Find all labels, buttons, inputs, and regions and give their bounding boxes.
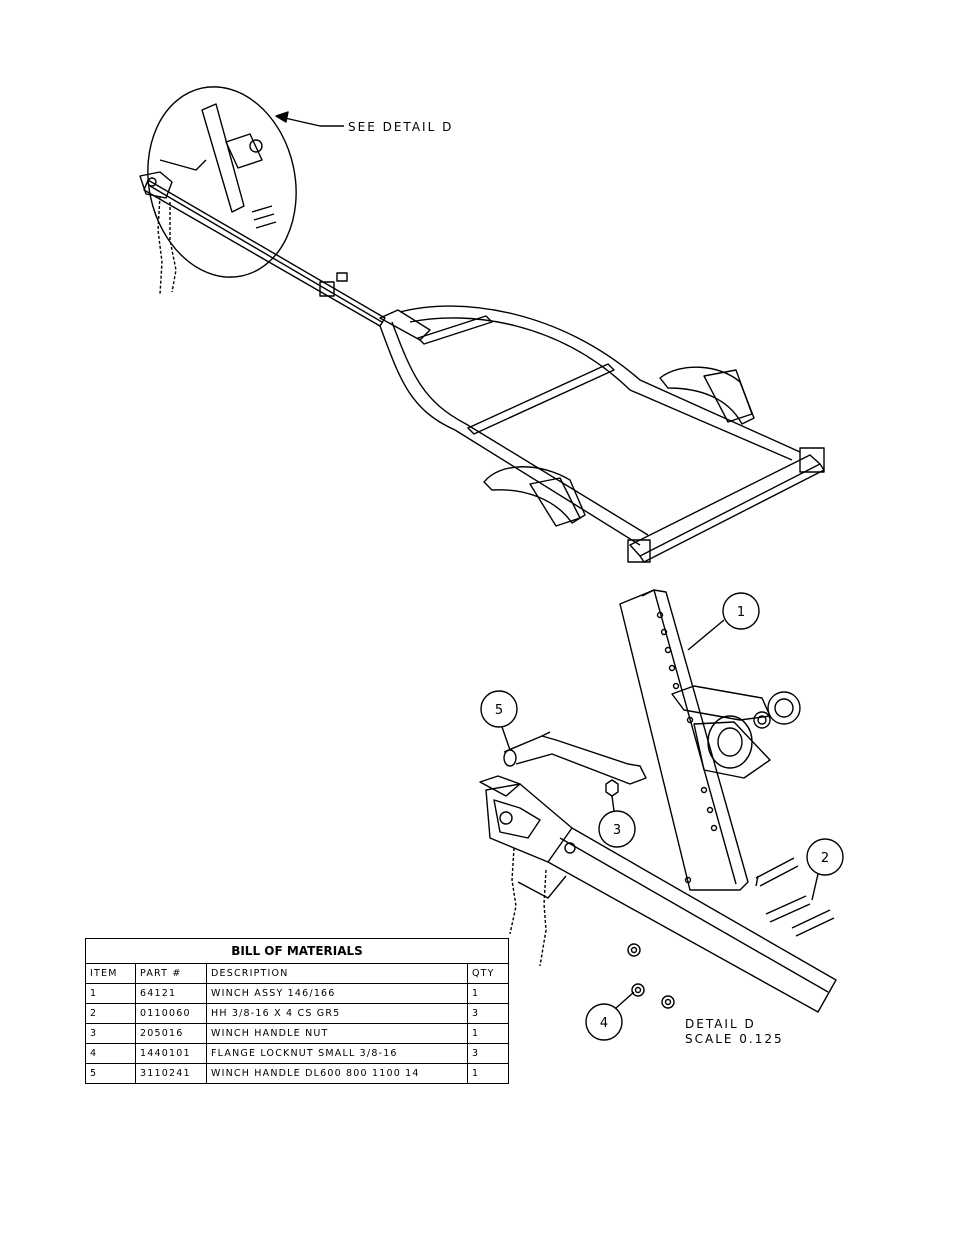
callout-4-number: 4 [600, 1016, 608, 1031]
bom-qty: 3 [467, 1003, 509, 1024]
bom-item: 2 [85, 1003, 136, 1024]
table-row: 4 1440101 FLANGE LOCKNUT SMALL 3/8-16 3 [85, 1043, 509, 1064]
bom-description: WINCH ASSY 146/166 [206, 983, 468, 1004]
callout-3 [598, 795, 636, 848]
bom-qty: 1 [467, 1063, 509, 1084]
table-row: 5 3110241 WINCH HANDLE DL600 800 1100 14… [85, 1063, 509, 1084]
bom-qty: 1 [467, 983, 509, 1004]
table-row: 2 0110060 HH 3/8-16 X 4 CS GR5 3 [85, 1003, 509, 1024]
callout-1 [687, 592, 760, 651]
bom-qty: 3 [467, 1043, 509, 1064]
bom-item: 3 [85, 1023, 136, 1044]
bom-description: HH 3/8-16 X 4 CS GR5 [206, 1003, 468, 1024]
bom-header-item: ITEM [85, 963, 136, 984]
bom-header-qty: QTY [467, 963, 509, 984]
callout-5 [480, 690, 518, 751]
callout-4 [585, 991, 635, 1041]
bom-part: 0110060 [135, 1003, 207, 1024]
table-row: 3 205016 WINCH HANDLE NUT 1 [85, 1023, 509, 1044]
bom-part: 205016 [135, 1023, 207, 1044]
bom-title: BILL OF MATERIALS [85, 938, 509, 964]
callout-1-number: 1 [737, 605, 745, 620]
bom-part: 64121 [135, 983, 207, 1004]
bom-description: FLANGE LOCKNUT SMALL 3/8-16 [206, 1043, 468, 1064]
detail-miniature [159, 103, 277, 229]
callout-3-number: 3 [613, 823, 621, 838]
bom-description: WINCH HANDLE DL600 800 1100 14 [206, 1063, 468, 1084]
trailer-frame-overview [139, 171, 825, 563]
bill-of-materials-table: BILL OF MATERIALS ITEM PART # DESCRIPTIO… [85, 938, 509, 1084]
bom-part: 3110241 [135, 1063, 207, 1084]
detail-d-view [479, 589, 837, 1013]
detail-caption-line2: SCALE 0.125 [685, 1032, 784, 1046]
bom-header-row: ITEM PART # DESCRIPTION QTY [85, 963, 509, 984]
bom-item: 4 [85, 1043, 136, 1064]
bom-item: 5 [85, 1063, 136, 1084]
table-row: 1 64121 WINCH ASSY 146/166 1 [85, 983, 509, 1004]
callout-2-number: 2 [821, 851, 829, 866]
callout-5-number: 5 [495, 703, 503, 718]
detail-leader [275, 115, 344, 127]
bom-description: WINCH HANDLE NUT [206, 1023, 468, 1044]
see-detail-label: SEE DETAIL D [348, 120, 453, 134]
bom-header-description: DESCRIPTION [206, 963, 468, 984]
bom-item: 1 [85, 983, 136, 1004]
detail-circle [147, 86, 297, 278]
bom-header-part: PART # [135, 963, 207, 984]
callout-2 [806, 838, 844, 901]
detail-caption-line1: DETAIL D [685, 1017, 756, 1031]
bom-part: 1440101 [135, 1043, 207, 1064]
bom-qty: 1 [467, 1023, 509, 1044]
